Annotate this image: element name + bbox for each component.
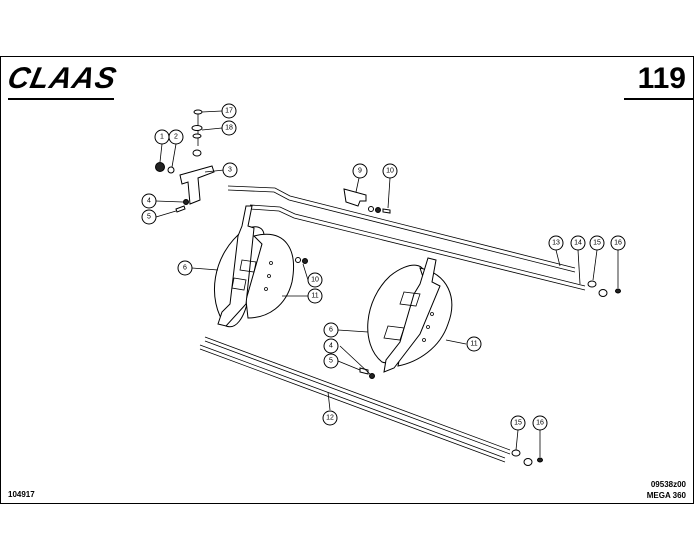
- header: CLAAS 119: [0, 0, 700, 100]
- drawing-frame: [0, 56, 694, 504]
- svg-text:1: 1: [160, 134, 164, 141]
- end-fittings-lower: [511, 449, 543, 466]
- svg-text:14: 14: [574, 240, 582, 247]
- callout-11-upper: 11: [307, 288, 323, 304]
- callout-13: 13: [548, 235, 564, 251]
- header-rule-right: [624, 98, 694, 100]
- callout-16-lower: 16: [532, 415, 548, 431]
- svg-text:5: 5: [147, 214, 151, 221]
- callout-12: 12: [322, 410, 338, 426]
- page-number: 119: [637, 62, 686, 95]
- callout-4-upper: 4: [141, 193, 157, 209]
- document-number: 104917: [8, 490, 35, 499]
- svg-text:4: 4: [329, 343, 333, 350]
- svg-text:17: 17: [225, 108, 233, 115]
- svg-text:15: 15: [593, 240, 601, 247]
- callout-9: 9: [352, 163, 368, 179]
- svg-text:11: 11: [311, 293, 318, 300]
- svg-text:6: 6: [183, 265, 187, 272]
- svg-text:16: 16: [536, 420, 544, 427]
- callout-10-mid: 10: [307, 272, 323, 288]
- svg-text:10: 10: [386, 168, 394, 175]
- svg-text:18: 18: [225, 125, 233, 132]
- callout-11-lower: 11: [466, 336, 482, 352]
- bracket-assembly: [155, 109, 215, 213]
- callout-6-upper: 6: [177, 260, 193, 276]
- end-fittings-upper: [587, 280, 621, 297]
- callout-5-upper: 5: [141, 209, 157, 225]
- callout-5-lower: 5: [323, 353, 339, 369]
- divider-disc-left: [213, 205, 308, 328]
- callout-6-lower: 6: [323, 322, 339, 338]
- svg-text:16: 16: [614, 240, 622, 247]
- callout-10-top: 10: [382, 163, 398, 179]
- callout-16-upper: 16: [610, 235, 626, 251]
- callout-1: 1: [154, 129, 170, 145]
- leader-lines: [155, 110, 619, 457]
- clip-bracket: [343, 188, 391, 214]
- callout-17: 17: [221, 103, 237, 119]
- header-rule-left: [8, 98, 114, 100]
- rod-lower: [199, 336, 511, 463]
- rod-upper: [227, 185, 586, 291]
- callout-4-lower: 4: [323, 338, 339, 354]
- callout-14: 14: [570, 235, 586, 251]
- svg-text:6: 6: [329, 327, 333, 334]
- callout-15-lower: 15: [510, 415, 526, 431]
- callout-15-upper: 15: [589, 235, 605, 251]
- callout-3: 3: [222, 162, 238, 178]
- svg-text:13: 13: [552, 240, 560, 247]
- model-name: MEGA 360: [646, 491, 686, 500]
- svg-text:4: 4: [147, 198, 151, 205]
- svg-text:11: 11: [470, 341, 477, 348]
- callout-2: 2: [168, 129, 184, 145]
- svg-text:9: 9: [358, 168, 362, 175]
- svg-text:12: 12: [326, 415, 334, 422]
- svg-text:2: 2: [174, 134, 178, 141]
- svg-text:15: 15: [514, 420, 522, 427]
- svg-text:5: 5: [329, 358, 333, 365]
- callout-18: 18: [221, 120, 237, 136]
- drawing-code: 09538z00: [650, 480, 686, 489]
- svg-text:10: 10: [311, 277, 319, 284]
- divider-disc-right: [359, 257, 453, 379]
- svg-text:3: 3: [228, 167, 232, 174]
